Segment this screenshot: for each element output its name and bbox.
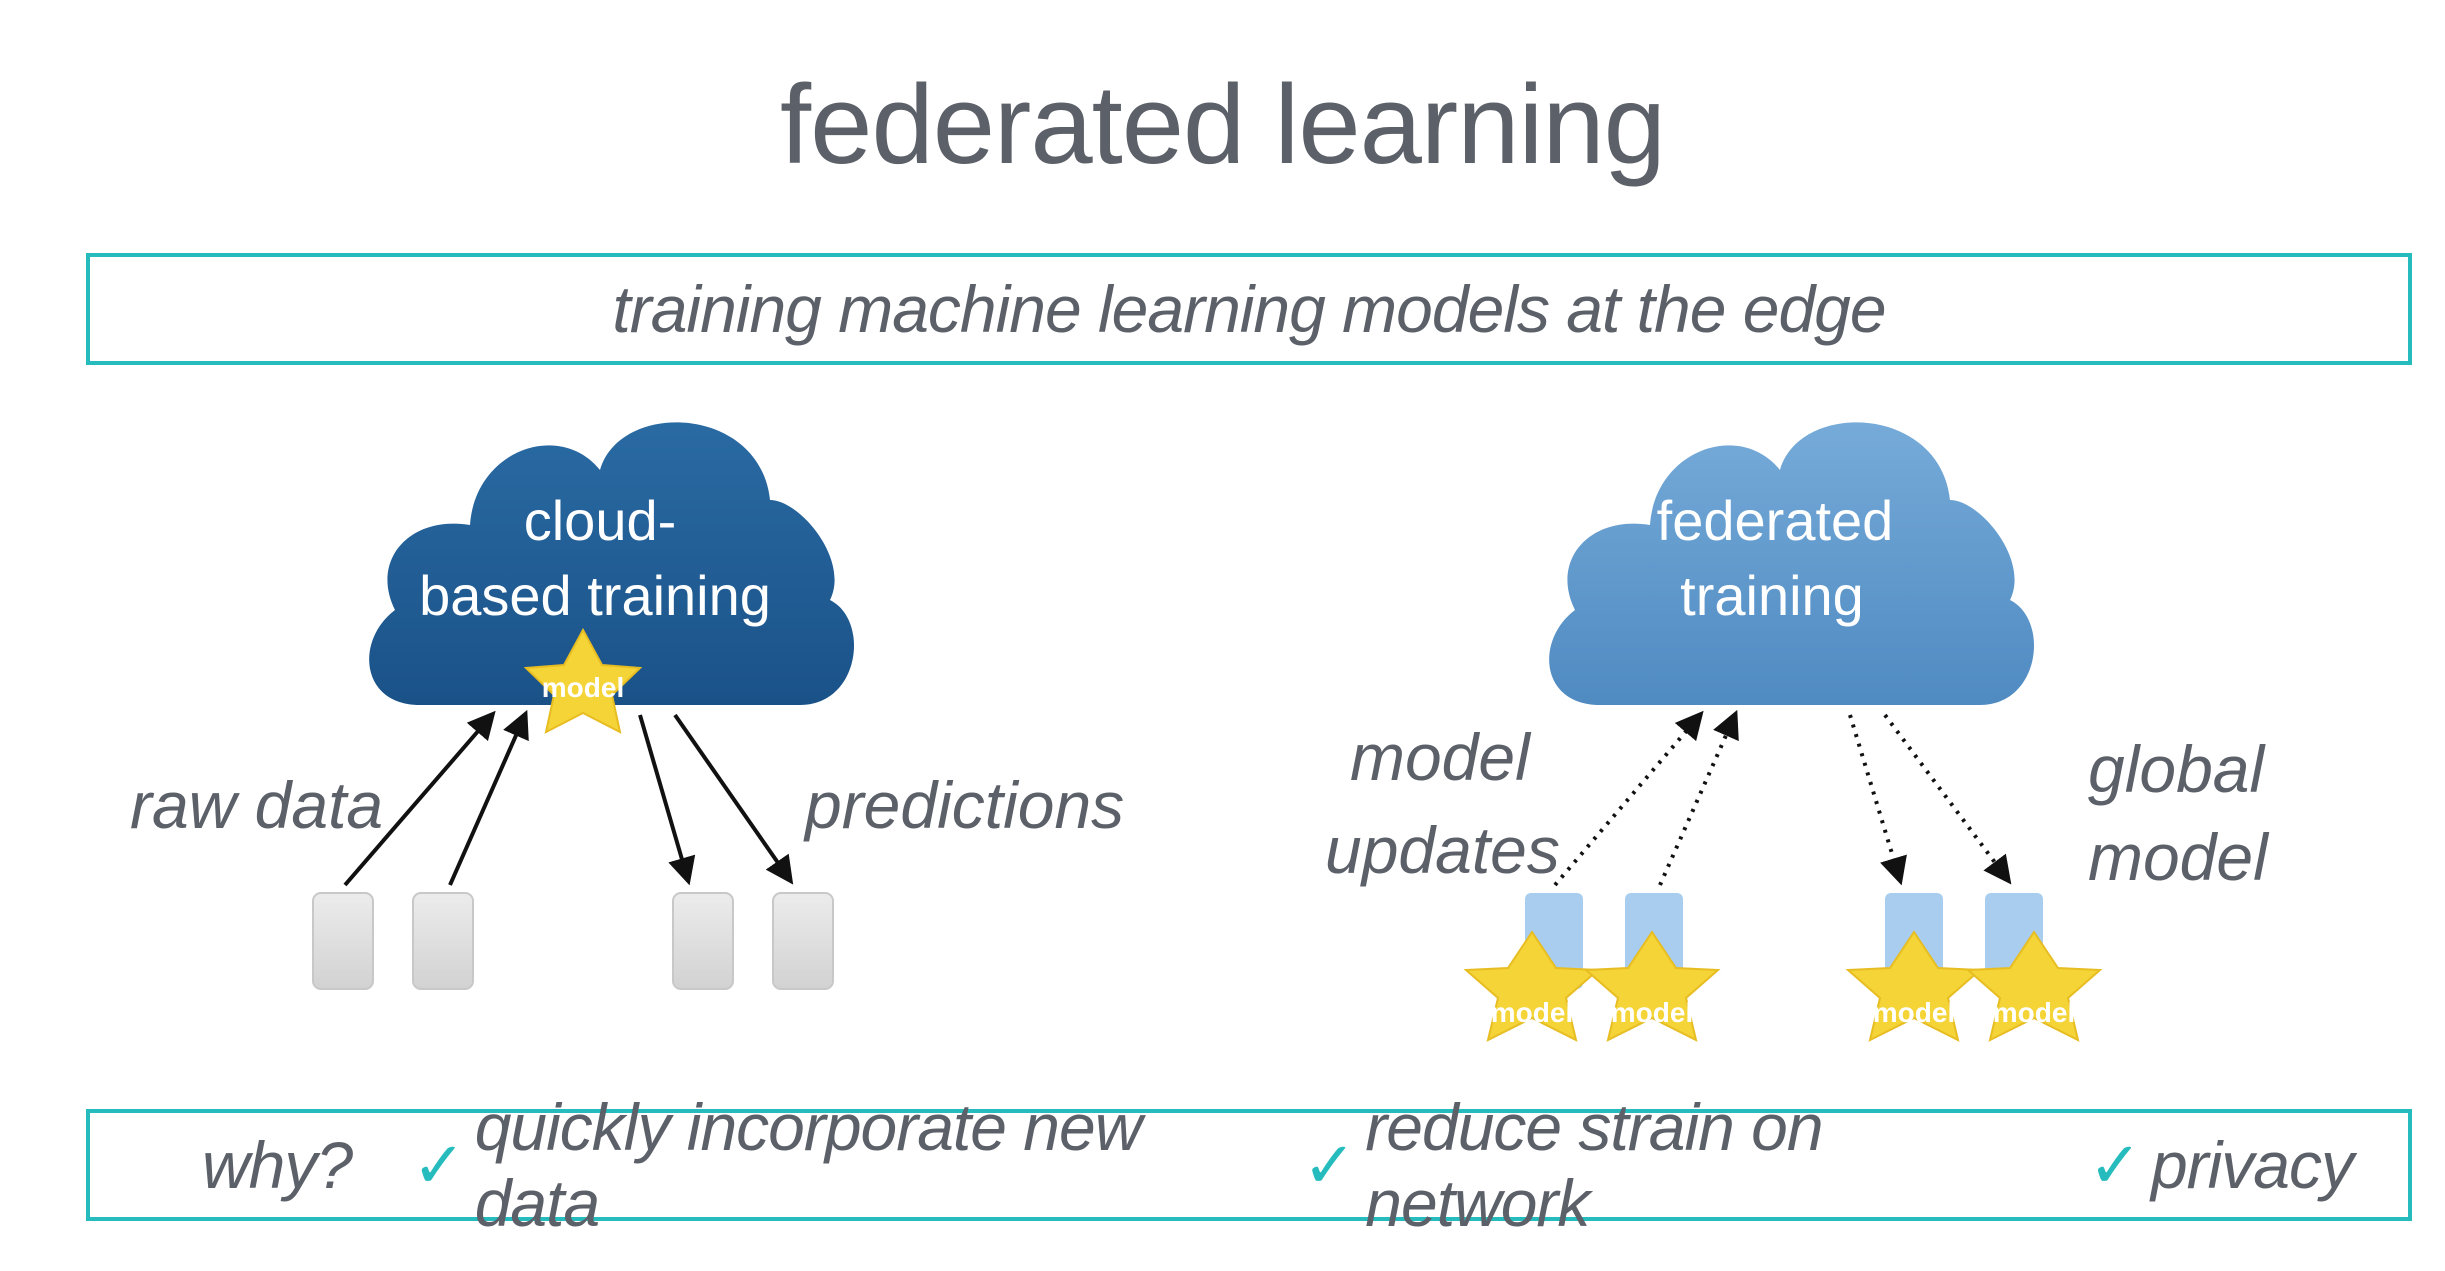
model-star-icon: model bbox=[523, 627, 643, 734]
why-label: why? bbox=[202, 1128, 353, 1202]
reason-privacy: privacy bbox=[2150, 1128, 2354, 1202]
device-icon bbox=[672, 892, 734, 990]
prediction-arrow bbox=[638, 714, 696, 886]
left-cloud-line2: based training bbox=[419, 564, 771, 627]
subtitle: training machine learning models at the … bbox=[612, 272, 1886, 346]
model-star-icon: model bbox=[1965, 930, 2103, 1042]
predictions-label: predictions bbox=[803, 768, 1124, 842]
reason-network: reduce strain on network bbox=[1365, 1090, 1823, 1240]
model-updates-label-line2: updates bbox=[1325, 813, 1560, 887]
left-cloud-line1: cloud- bbox=[524, 489, 677, 552]
check-icon: ✓ bbox=[412, 1128, 466, 1201]
reason-quick-data: quickly incorporate new data bbox=[474, 1090, 1143, 1240]
right-cloud-line2: training bbox=[1680, 564, 1864, 627]
global-model-arrow bbox=[1848, 714, 1907, 886]
left-devices bbox=[312, 892, 834, 990]
right-cloud-line1: federated bbox=[1657, 489, 1894, 552]
model-star-label: model bbox=[542, 672, 624, 703]
check-icon: ✓ bbox=[1302, 1128, 1357, 1201]
model-star-label: model bbox=[1993, 997, 2075, 1028]
federated-training-cloud: federated training bbox=[1549, 422, 2034, 705]
model-star-icon: model bbox=[1463, 930, 1601, 1042]
device-icon bbox=[312, 892, 374, 990]
model-star-label: model bbox=[1873, 997, 1955, 1028]
model-star-label: model bbox=[1611, 997, 1693, 1028]
raw-data-arrow bbox=[448, 709, 529, 886]
model-updates-label-line1: model bbox=[1350, 720, 1532, 794]
model-update-arrow bbox=[1553, 710, 1704, 887]
check-icon: ✓ bbox=[2088, 1128, 2142, 1201]
why-banner: why? ✓ quickly incorporate new data ✓ re… bbox=[86, 1090, 2412, 1240]
model-star-icon: model bbox=[1845, 930, 1983, 1042]
model-update-arrow bbox=[1658, 709, 1739, 886]
model-star-icon: model bbox=[1583, 930, 1721, 1042]
left-arrows bbox=[343, 709, 794, 887]
model-star-label: model bbox=[1491, 997, 1573, 1028]
raw-data-label: raw data bbox=[130, 768, 383, 842]
device-icon bbox=[412, 892, 474, 990]
global-model-label-line1: global bbox=[2088, 732, 2266, 806]
raw-data-arrow bbox=[343, 710, 496, 887]
global-model-arrow bbox=[1883, 713, 2012, 885]
prediction-arrow bbox=[673, 713, 794, 885]
device-icon bbox=[772, 892, 834, 990]
right-arrows bbox=[1553, 709, 2012, 887]
subtitle-banner: training machine learning models at the … bbox=[86, 253, 2412, 365]
page-title: federated learning bbox=[780, 62, 1666, 187]
global-model-label-line2: model bbox=[2088, 820, 2270, 894]
device-model-stars: model model model model bbox=[1463, 930, 2103, 1042]
cloud-based-training-cloud: cloud- based training bbox=[369, 422, 854, 705]
